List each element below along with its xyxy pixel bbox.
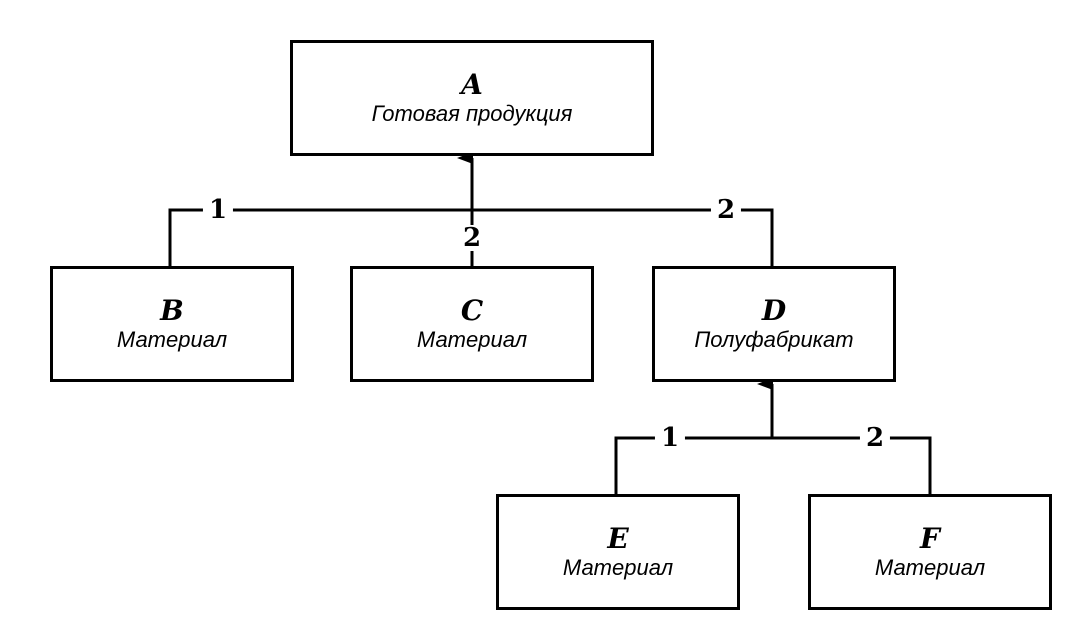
connector-d-to-bus (472, 208, 774, 266)
node-label: Готовая продукция (371, 101, 573, 126)
node-f-material: F Материал (808, 494, 1052, 610)
node-id: D (761, 294, 787, 327)
node-e-material: E Материал (496, 494, 740, 610)
node-d-semi-finished: D Полуфабрикат (652, 266, 896, 382)
node-label: Материал (416, 327, 528, 352)
quantity-label-e-d: 1 (654, 425, 686, 451)
node-id: F (920, 522, 940, 555)
node-label: Материал (874, 555, 986, 580)
node-label: Материал (562, 555, 674, 580)
node-id: B (160, 294, 184, 327)
node-id: E (607, 522, 629, 555)
connector-f-to-bus (772, 436, 932, 494)
node-a-finished-product: A Готовая продукция (290, 40, 654, 156)
node-b-material: B Материал (50, 266, 294, 382)
quantity-label-d-a: 2 (710, 197, 742, 223)
connector-e-to-bus (614, 436, 772, 494)
quantity-label-b-a: 1 (202, 197, 234, 223)
node-id: A (461, 68, 483, 101)
quantity-label-f-d: 2 (859, 425, 891, 451)
node-label: Полуфабрикат (694, 327, 854, 352)
node-label: Материал (116, 327, 228, 352)
node-id: C (460, 294, 484, 327)
connector-b-to-bus (168, 208, 472, 266)
quantity-label-c-a: 2 (456, 225, 488, 251)
node-c-material: C Материал (350, 266, 594, 382)
